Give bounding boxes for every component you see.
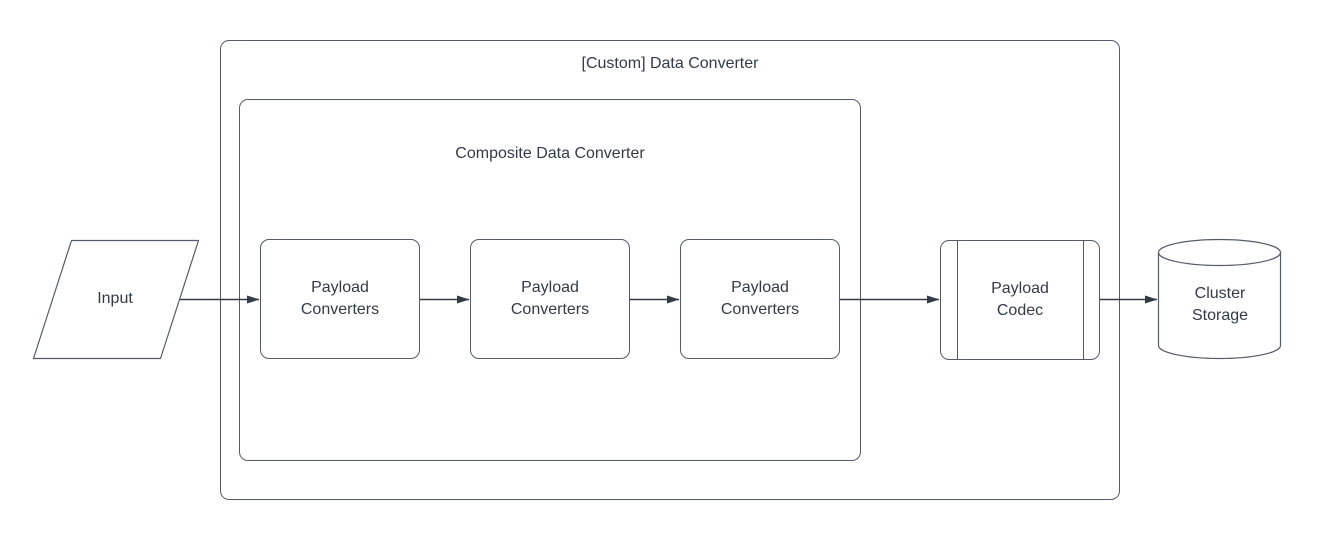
- node-payload-converters-3: Payload Converters: [680, 239, 840, 359]
- composite-data-converter-title: Composite Data Converter: [455, 145, 645, 162]
- custom-data-converter-title: [Custom] Data Converter: [581, 55, 759, 72]
- input-parallelogram-shape: [32, 239, 200, 360]
- node-payload-codec: Payload Codec: [940, 240, 1100, 360]
- composite-data-converter-container: Composite Data Converter: [239, 99, 861, 461]
- node-payload-converters-1: Payload Converters: [260, 239, 420, 359]
- codec-left-bar: [957, 241, 958, 359]
- node-payload-converters-1-label: Payload Converters: [300, 279, 380, 318]
- node-cluster-storage-label: Cluster Storage: [1191, 285, 1249, 324]
- cluster-storage-cylinder-body: [1157, 252, 1282, 360]
- node-payload-converters-3-label: Payload Converters: [720, 279, 800, 318]
- custom-data-converter-container: [Custom] Data Converter: [220, 40, 1120, 500]
- codec-right-bar: [1083, 241, 1084, 359]
- cluster-storage-cylinder-top: [1157, 238, 1282, 267]
- node-input-label: Input: [97, 290, 133, 307]
- node-payload-codec-label: Payload Codec: [991, 280, 1049, 319]
- node-payload-converters-2: Payload Converters: [470, 239, 630, 359]
- node-payload-converters-2-label: Payload Converters: [510, 279, 590, 318]
